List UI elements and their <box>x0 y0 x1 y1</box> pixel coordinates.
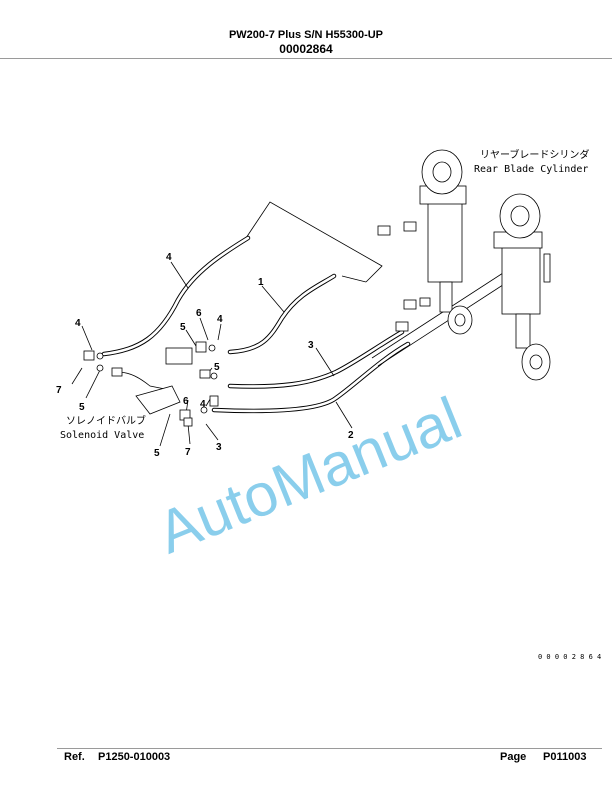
page-value: P011003 <box>543 751 587 763</box>
fitting-6-upper <box>195 341 207 353</box>
callout-number: 4 <box>166 252 172 263</box>
hose-1 <box>227 273 337 355</box>
watermark-text: AutoManual <box>148 384 470 566</box>
callout-number: 7 <box>56 385 62 396</box>
solenoid-label-jp: ソレノイドバルブ <box>66 414 146 427</box>
rear-blade-cylinder-2 <box>493 193 551 381</box>
callout-number: 4 <box>75 318 81 329</box>
callout-number: 3 <box>216 442 222 453</box>
guide-line-upper <box>245 201 383 283</box>
callout-number: 5 <box>154 448 160 459</box>
footer-rule <box>57 748 602 749</box>
page-label: Page <box>500 751 527 763</box>
hose-2 <box>211 341 411 414</box>
callout-number: 6 <box>196 308 202 319</box>
ref-value: P1250-010003 <box>98 751 171 763</box>
callout-number: 5 <box>180 322 186 333</box>
callout-number: 6 <box>183 396 189 407</box>
callout-number: 3 <box>308 340 314 351</box>
callout-number: 4 <box>200 399 206 410</box>
callout-number: 5 <box>214 362 220 373</box>
document-number: 00002864 <box>279 42 333 56</box>
rear-blade-label-en: Rear Blade Cylinder <box>474 164 588 175</box>
model-title: PW200-7 Plus S/N H55300-UP <box>228 29 384 41</box>
valve-block-upper <box>165 347 193 365</box>
rear-blade-cylinder-1 <box>371 149 527 367</box>
figure-id: 0 0 0 0 2 8 6 4 <box>538 653 601 661</box>
solenoid-valve <box>135 385 181 415</box>
header-rule <box>0 58 612 59</box>
hose-3-upper <box>101 235 251 357</box>
solenoid-label-en: Solenoid Valve <box>60 430 144 441</box>
callout-number: 1 <box>258 277 264 288</box>
ref-label: Ref. <box>64 751 85 763</box>
fitting-7-upper <box>83 350 95 361</box>
callout-number: 5 <box>79 402 85 413</box>
callout-number: 4 <box>217 314 223 325</box>
callout-number: 2 <box>348 430 354 441</box>
callout-number: 7 <box>185 447 191 458</box>
rear-blade-label-jp: リヤーブレードシリンダ <box>480 148 589 161</box>
